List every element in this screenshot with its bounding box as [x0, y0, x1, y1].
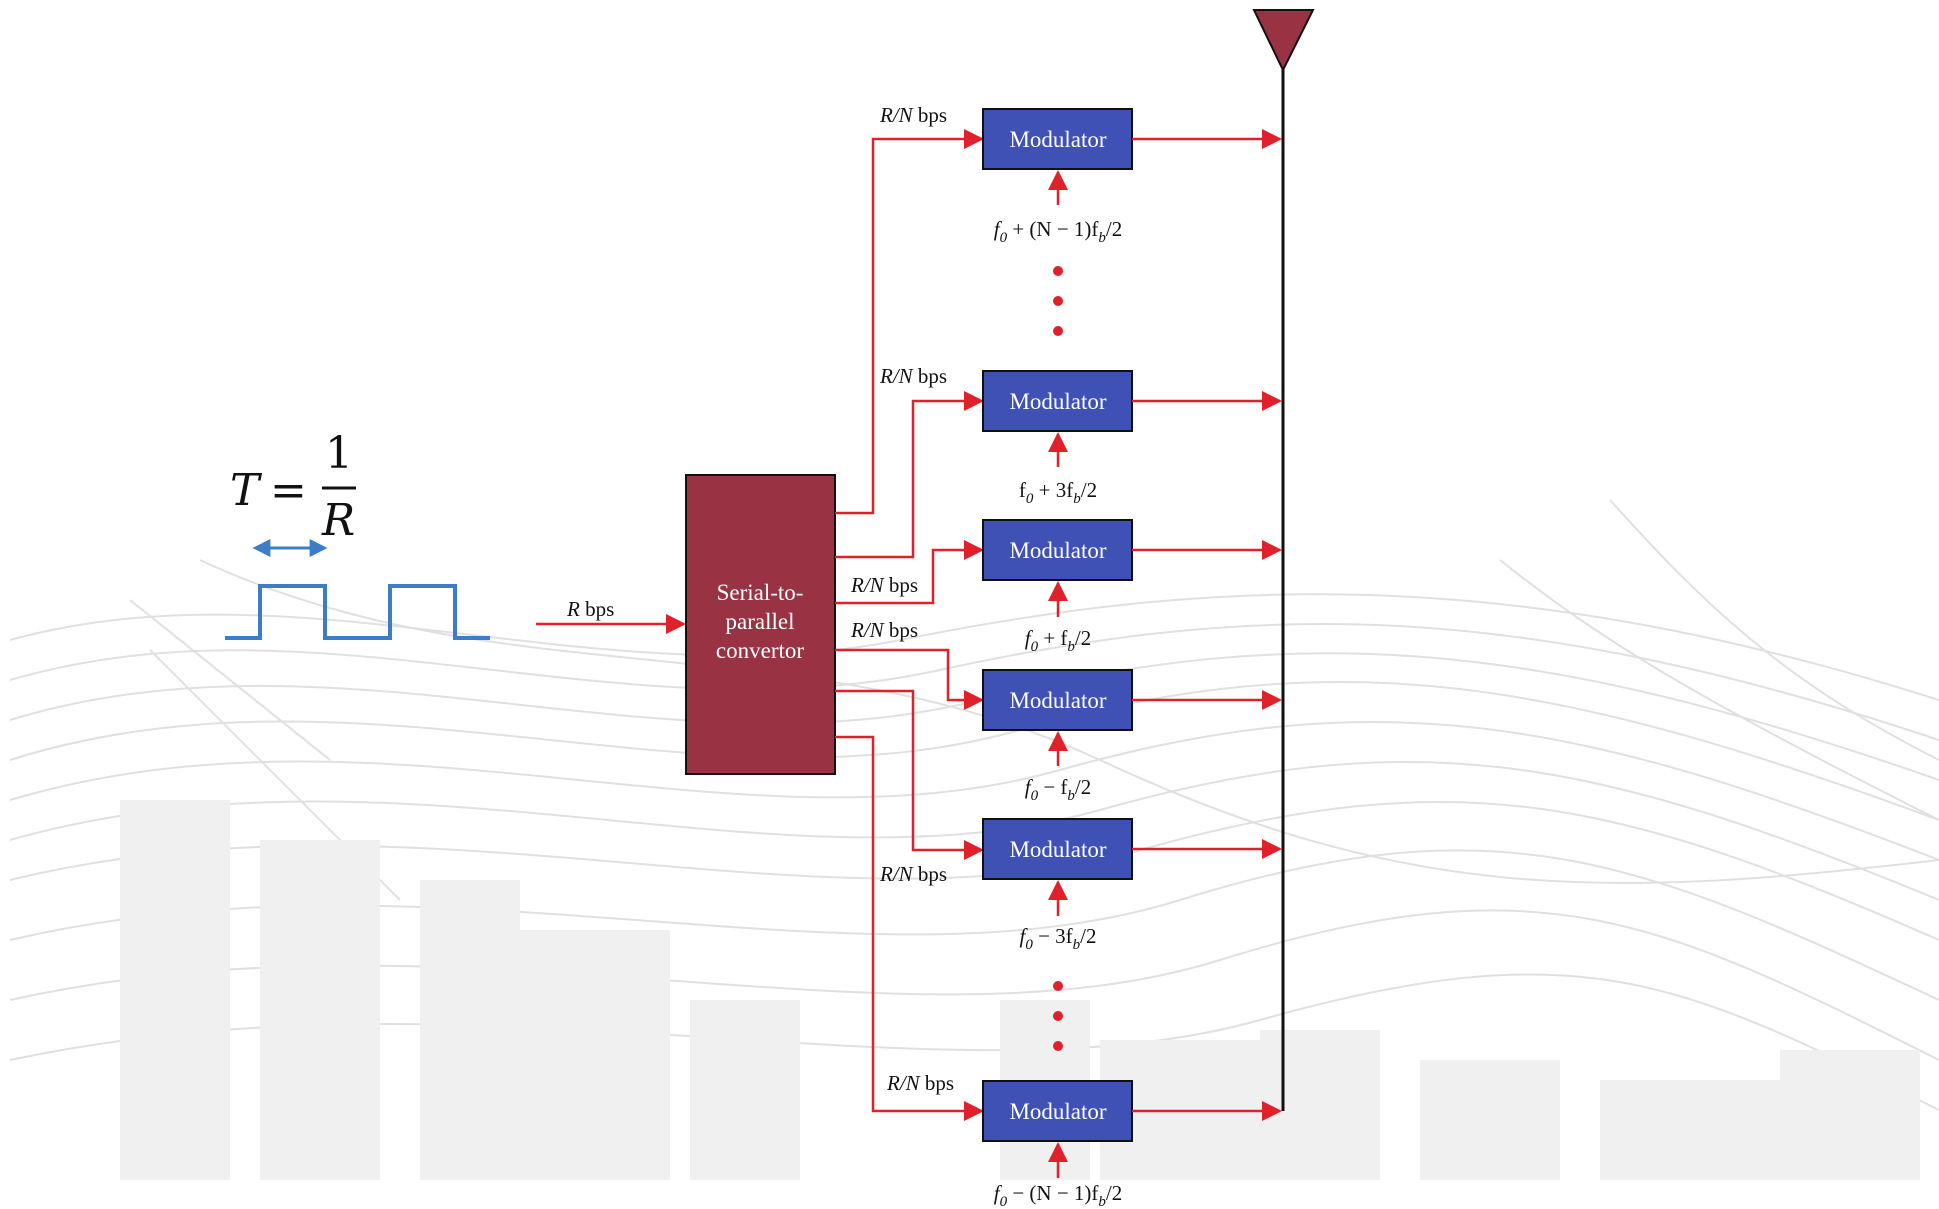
- modulator-label: Modulator: [1009, 688, 1106, 713]
- antenna-icon: [1254, 10, 1313, 70]
- branch-6: [835, 737, 982, 1111]
- modulator-label: Modulator: [1009, 837, 1106, 862]
- branch-rate-labels: R/N bps R/N bps R/N bps R/N bps R/N bps …: [850, 103, 954, 1095]
- frequency-label-3: f0 + fb/2: [1025, 626, 1092, 655]
- converter-line-3: convertor: [716, 638, 804, 663]
- modulator-2: Modulator: [983, 371, 1132, 431]
- frequency-label-2: f0 + 3fb/2: [1019, 478, 1097, 507]
- frequency-label-4: f0 − fb/2: [1025, 775, 1092, 804]
- background-art: [10, 500, 1939, 1180]
- frequency-label-6: f0 − (N − 1)fb/2: [994, 1181, 1123, 1209]
- branch-2: [835, 401, 982, 557]
- modulator-6: Modulator: [983, 1081, 1132, 1141]
- branch-rate-label: R/N bps: [850, 618, 918, 642]
- bit-stream-waveform: [225, 586, 490, 638]
- modulator-3: Modulator: [983, 520, 1132, 580]
- formula-lhs: T: [230, 465, 263, 516]
- branch-rate-label: R/N bps: [879, 364, 947, 388]
- branch-4: [835, 650, 982, 700]
- modulator-label: Modulator: [1009, 127, 1106, 152]
- branch-rate-label: R/N bps: [850, 573, 918, 597]
- serial-to-parallel-converter: Serial-to- parallel convertor: [686, 475, 835, 774]
- input-rate-label: R bps: [566, 597, 614, 621]
- frequency-label-1: f0 + (N − 1)fb/2: [994, 217, 1123, 246]
- branch-rate-label: R/N bps: [879, 103, 947, 127]
- formula-numerator: 1: [325, 428, 353, 479]
- converter-line-1: Serial-to-: [717, 580, 804, 605]
- modulator-1: Modulator: [983, 109, 1132, 169]
- period-formula: T = 1 R: [230, 428, 356, 546]
- branch-rate-label: R/N bps: [886, 1071, 954, 1095]
- modulator-label: Modulator: [1009, 538, 1106, 563]
- modulator-label: Modulator: [1009, 389, 1106, 414]
- formula-equals: =: [270, 465, 307, 516]
- modulator-label: Modulator: [1009, 1099, 1106, 1124]
- branch-rate-label: R/N bps: [879, 862, 947, 886]
- formula-denominator: R: [321, 495, 355, 546]
- converter-line-2: parallel: [726, 609, 795, 634]
- modulator-4: Modulator: [983, 670, 1132, 730]
- modulator-5: Modulator: [983, 819, 1132, 879]
- branch-1: [835, 139, 982, 513]
